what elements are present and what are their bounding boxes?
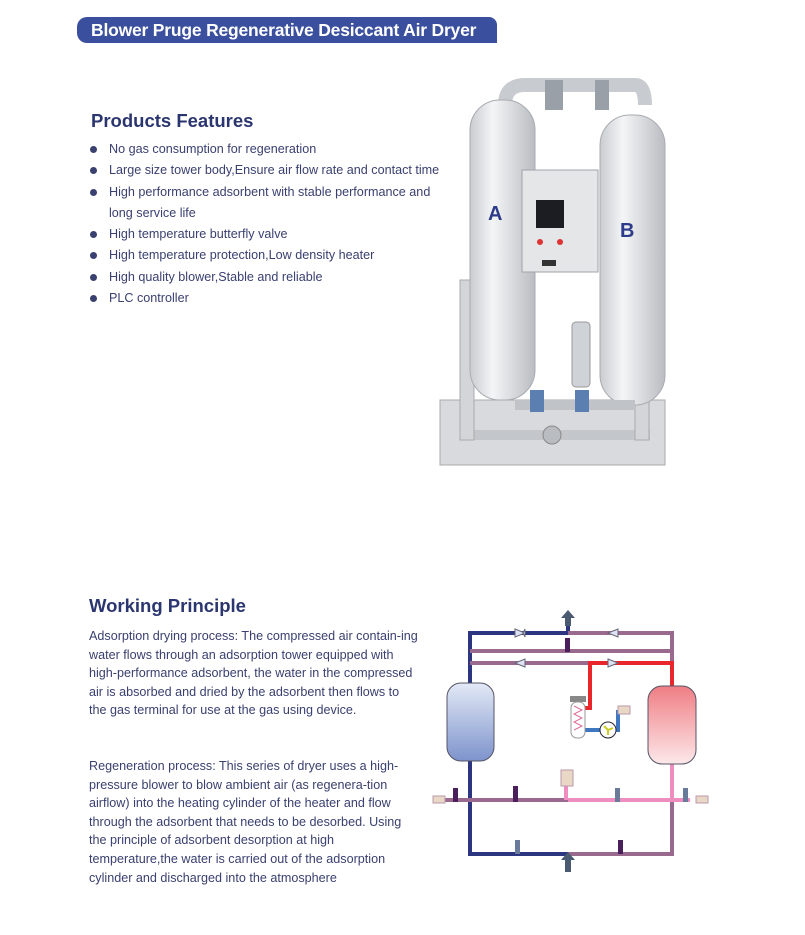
heater — [570, 696, 586, 739]
working-principle-heading: Working Principle — [89, 595, 246, 616]
feature-item: High temperature butterfly valve — [89, 224, 449, 245]
page-title-banner: Blower Pruge Regenerative Desiccant Air … — [77, 17, 497, 43]
purge-pipe-top — [568, 631, 674, 678]
check-valve-icon — [513, 628, 620, 668]
inlet-filter-right — [695, 795, 709, 804]
regeneration-tower-b — [647, 685, 697, 765]
silencer — [617, 705, 631, 715]
tower-b-label: B — [620, 220, 634, 242]
feature-item: PLC controller — [89, 288, 449, 309]
process-flow-diagram — [432, 610, 709, 872]
exhaust-silencer — [560, 769, 574, 787]
inlet-arrow-icon — [561, 852, 575, 872]
inlet-pipe — [468, 760, 568, 856]
inlet-filter-left — [432, 795, 446, 804]
feature-item: Large size tower body,Ensure air flow ra… — [89, 160, 449, 181]
features-heading: Products Features — [91, 110, 254, 131]
butterfly-valve-icon — [453, 638, 688, 854]
features-list: No gas consumption for regeneration Larg… — [89, 139, 449, 309]
adsorption-tower-a — [446, 682, 495, 762]
blower-fan-icon — [599, 721, 617, 739]
regeneration-process-text: Regeneration process: This series of dry… — [89, 759, 402, 885]
adsorption-process-text: Adsorption drying process: The compresse… — [89, 629, 418, 718]
feature-item: No gas consumption for regeneration — [89, 139, 449, 160]
feature-item: High performance adsorbent with stable p… — [89, 182, 449, 225]
tower-a-label: A — [488, 203, 502, 225]
feature-item: High quality blower,Stable and reliable — [89, 267, 449, 288]
feature-item: High temperature protection,Low density … — [89, 245, 449, 266]
exhaust-pipe — [440, 798, 674, 856]
tower-b — [599, 114, 666, 406]
control-box — [521, 169, 599, 273]
regen-pipe — [564, 763, 690, 802]
outlet-arrow-icon — [561, 610, 575, 626]
filter-and-valves — [515, 321, 635, 445]
top-piping — [498, 78, 652, 110]
air-dryer-product-image: A B — [439, 78, 666, 466]
